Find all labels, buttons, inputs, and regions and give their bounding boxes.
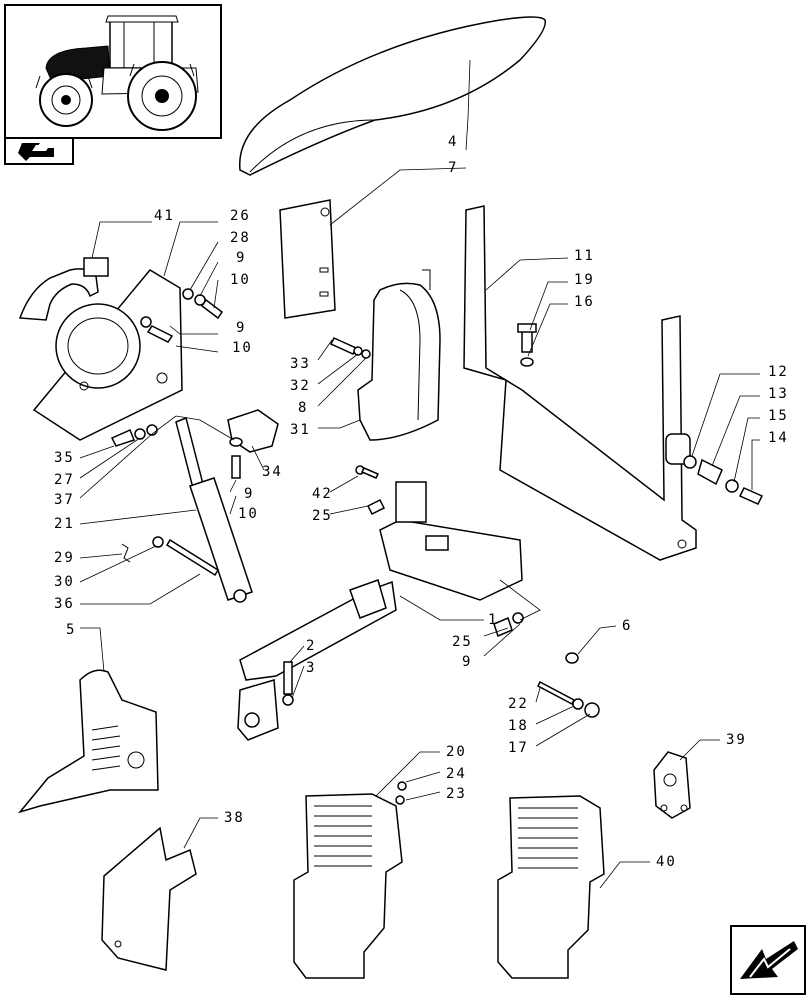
next-page-arrow-icon bbox=[740, 941, 798, 979]
callout-label: 29 bbox=[54, 550, 75, 566]
callout-label: 36 bbox=[54, 596, 75, 612]
callout-label: 8 bbox=[298, 400, 308, 416]
callout-labels: 4 7 41 26 28 9 10 9 10 11 19 16 33 32 8 … bbox=[54, 134, 789, 870]
callout-label: 42 bbox=[312, 486, 333, 502]
callout-label: 20 bbox=[446, 744, 467, 760]
callout-label: 18 bbox=[508, 718, 529, 734]
callout-label: 34 bbox=[262, 464, 283, 480]
callout-label: 9 bbox=[462, 654, 472, 670]
callout-label: 31 bbox=[290, 422, 311, 438]
callout-label: 27 bbox=[54, 472, 75, 488]
part-spacer-12-14 bbox=[683, 455, 764, 505]
callout-label: 3 bbox=[306, 660, 316, 676]
callout-label: 37 bbox=[54, 492, 75, 508]
part-side-panel bbox=[279, 199, 336, 319]
tractor-thumbnail[interactable] bbox=[4, 4, 222, 139]
next-page-button[interactable] bbox=[730, 925, 806, 995]
callout-label: 12 bbox=[768, 364, 789, 380]
callout-label: 25 bbox=[312, 508, 333, 524]
callout-label: 19 bbox=[574, 272, 595, 288]
callout-label: 2 bbox=[306, 638, 316, 654]
callout-label: 28 bbox=[230, 230, 251, 246]
leader-lines bbox=[79, 59, 760, 889]
part-bolt-33 bbox=[329, 337, 371, 359]
callout-label: 5 bbox=[66, 622, 76, 638]
part-hood-cover bbox=[239, 16, 547, 176]
callout-label: 39 bbox=[726, 732, 747, 748]
callout-label: 23 bbox=[446, 786, 467, 802]
callout-label: 9 bbox=[236, 250, 246, 266]
part-panel-38 bbox=[101, 826, 197, 971]
callout-label: 40 bbox=[656, 854, 677, 870]
previous-page-icon bbox=[18, 143, 54, 161]
part-gas-strut bbox=[175, 416, 253, 603]
callout-label: 33 bbox=[290, 356, 311, 372]
part-hinge-bracket bbox=[227, 409, 279, 479]
previous-page-button[interactable] bbox=[4, 139, 74, 165]
callout-label: 16 bbox=[574, 294, 595, 310]
part-pin-36 bbox=[121, 536, 220, 577]
callout-label: 10 bbox=[230, 272, 251, 288]
part-clamp-bracket bbox=[18, 257, 109, 321]
callout-label: 26 bbox=[230, 208, 251, 224]
part-guard bbox=[357, 269, 441, 441]
tractor-overview-icon bbox=[35, 15, 199, 131]
callout-label: 30 bbox=[54, 574, 75, 590]
callout-label: 17 bbox=[508, 740, 529, 756]
part-bolts-center bbox=[282, 465, 524, 706]
callout-label: 7 bbox=[448, 160, 458, 176]
part-main-frame bbox=[463, 205, 697, 561]
callout-label: 24 bbox=[446, 766, 467, 782]
callout-label: 22 bbox=[508, 696, 529, 712]
part-support-plate bbox=[32, 269, 183, 441]
part-main-support bbox=[237, 481, 523, 741]
callout-label: 1 bbox=[488, 612, 498, 628]
callout-label: 21 bbox=[54, 516, 75, 532]
callout-label: 9 bbox=[244, 486, 254, 502]
callout-label: 15 bbox=[768, 408, 789, 424]
callout-label: 10 bbox=[232, 340, 253, 356]
part-lower-bracket bbox=[17, 669, 159, 814]
callout-label: 38 bbox=[224, 810, 245, 826]
callout-label: 6 bbox=[622, 618, 632, 634]
part-panel-40 bbox=[497, 795, 605, 979]
callout-label: 32 bbox=[290, 378, 311, 394]
part-small-bracket bbox=[653, 751, 691, 819]
part-bolt-19 bbox=[517, 323, 537, 367]
part-panel-20 bbox=[293, 781, 407, 979]
part-bolts-upper bbox=[140, 288, 224, 343]
callout-label: 4 bbox=[448, 134, 458, 150]
callout-label: 10 bbox=[238, 506, 259, 522]
callout-label: 9 bbox=[236, 320, 246, 336]
callout-label: 14 bbox=[768, 430, 789, 446]
callout-label: 25 bbox=[452, 634, 473, 650]
callout-label: 11 bbox=[574, 248, 595, 264]
part-fasteners-right bbox=[537, 652, 600, 718]
callout-label: 13 bbox=[768, 386, 789, 402]
callout-label: 35 bbox=[54, 450, 75, 466]
callout-label: 41 bbox=[154, 208, 175, 224]
